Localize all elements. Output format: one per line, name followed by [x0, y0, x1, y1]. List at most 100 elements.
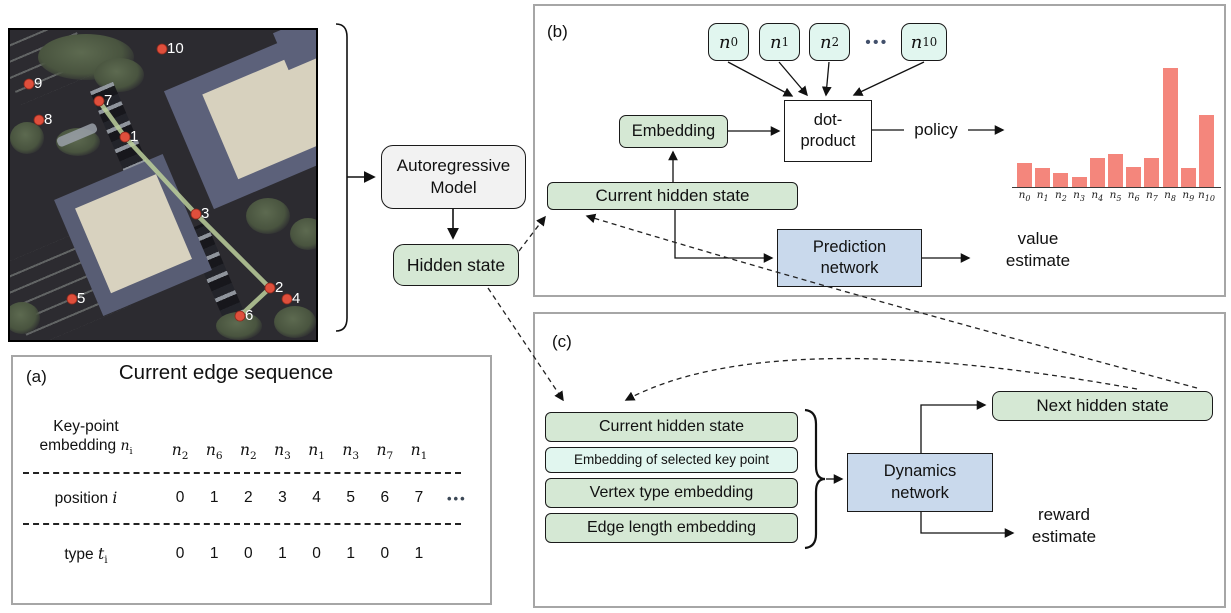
reward-estimate-text: reward estimate — [1019, 504, 1109, 549]
sequence-cell: n3 — [274, 441, 291, 463]
keypoint-dot — [119, 131, 131, 143]
value-estimate-text: value estimate — [988, 228, 1088, 273]
tree — [10, 302, 40, 334]
policy-bar — [1017, 163, 1032, 187]
reward-estimate-line2: estimate — [1031, 527, 1097, 547]
value-estimate-line2: estimate — [1005, 251, 1071, 271]
panel-a — [11, 355, 492, 605]
sequence-cell: 0 — [312, 545, 321, 562]
tree — [290, 218, 316, 250]
policy-bar — [1144, 158, 1160, 187]
edge-sequence-title: Current edge sequence — [118, 361, 334, 384]
sequence-cell: 7 — [414, 489, 424, 506]
sequence-cell: n3 — [342, 441, 360, 463]
keypoint-dot — [156, 43, 168, 55]
keypoint-number: 7 — [104, 92, 112, 109]
policy-bar-tick: n0 — [1018, 189, 1031, 204]
keypoint-number: 9 — [34, 75, 42, 92]
policy-bar — [1108, 154, 1123, 187]
sequence-cell: n2 — [171, 441, 189, 463]
prediction-network-line1: Prediction — [812, 237, 887, 256]
keypoint-embedding-row: n2 n6 n2 n3 n1 n3 n7 n1 — [163, 441, 436, 462]
hidden-state-label: Hidden state — [406, 254, 506, 275]
sequence-cell: 6 — [380, 489, 390, 506]
sequence-cell: n6 — [205, 441, 223, 463]
current-hidden-state-box-b: Current hidden state — [547, 182, 798, 210]
keypoint-number: 10 — [167, 40, 184, 57]
keypoint-dot — [66, 293, 78, 305]
keypoint-number: 5 — [77, 290, 85, 307]
panel-c-label: (c) — [552, 332, 572, 351]
policy-bar-tick: n7 — [1145, 189, 1158, 204]
current-hidden-state-box-c: Current hidden state — [545, 412, 798, 442]
sequence-cell: 0 — [380, 545, 390, 562]
policy-bar-tick: n3 — [1073, 189, 1086, 204]
dot-product-box: dot- product — [784, 100, 872, 162]
keypoint-number: 6 — [245, 307, 253, 324]
policy-bar — [1162, 68, 1178, 187]
vertex-type-embedding-box: Vertex type embedding — [545, 478, 798, 508]
embedding-label: Embedding — [631, 121, 716, 140]
sequence-cell: n1 — [308, 441, 325, 463]
panel-b-label: (b) — [547, 22, 568, 41]
next-hidden-state-label: Next hidden state — [1036, 396, 1169, 416]
hidden-state-box: Hidden state — [393, 244, 519, 286]
policy-bar — [1035, 168, 1051, 187]
policy-bar — [1180, 168, 1196, 187]
sequence-cell: 4 — [312, 489, 321, 506]
row2-header: position i — [54, 489, 118, 507]
keypoint-dot — [264, 282, 276, 294]
row1-header-line2: embedding ni — [39, 437, 133, 458]
road-edge — [122, 134, 199, 217]
policy-bar-tick: n8 — [1164, 189, 1177, 204]
embedding-selected-keypoint-label: Embedding of selected key point — [573, 452, 770, 468]
sequence-cell: 0 — [175, 545, 185, 562]
embedding-box: Embedding — [619, 115, 728, 148]
node-ellipsis: ••• — [865, 33, 889, 51]
policy-bar-tick: n5 — [1109, 189, 1122, 204]
sequence-cell: 3 — [278, 489, 287, 506]
dynamics-network-line1: Dynamics — [883, 462, 957, 481]
sequence-cell: 1 — [414, 545, 424, 562]
keypoint-number: 2 — [275, 279, 283, 296]
policy-bar-tick: n10 — [1198, 189, 1215, 204]
current-hidden-state-label-b: Current hidden state — [595, 186, 750, 206]
sequence-ellipsis: ••• — [447, 491, 467, 506]
keypoint-dot — [234, 310, 246, 322]
policy-bar — [1071, 177, 1087, 187]
tree — [10, 122, 44, 154]
panel-a-label: (a) — [26, 367, 47, 386]
sequence-cell: n2 — [239, 441, 257, 463]
road-edge — [96, 98, 128, 140]
edge-length-embedding-label: Edge length embedding — [586, 518, 757, 536]
vertex-type-embedding-label: Vertex type embedding — [589, 483, 754, 501]
sequence-cell: n1 — [410, 441, 428, 463]
dashed-separator — [23, 472, 461, 474]
policy-bar-chart — [1012, 62, 1221, 188]
value-estimate-line1: value — [1017, 229, 1059, 248]
reward-estimate-line1: reward — [1038, 505, 1090, 524]
sequence-cell: 1 — [209, 489, 219, 506]
sequence-cell: n7 — [376, 441, 394, 463]
keypoint-dot — [93, 95, 105, 107]
embedding-selected-keypoint-box: Embedding of selected key point — [545, 447, 798, 473]
policy-bar — [1199, 115, 1214, 187]
dynamics-network-line2: network — [891, 483, 949, 502]
sequence-cell: 1 — [209, 545, 219, 562]
keypoint-number: 3 — [201, 205, 209, 222]
sequence-cell: 0 — [175, 489, 185, 506]
keypoint-number: 8 — [44, 111, 52, 128]
sequence-cell: 0 — [244, 545, 253, 562]
prediction-network-box: Prediction network — [777, 229, 922, 287]
dot-product-line2: product — [800, 132, 856, 150]
row1-header: Key-point embedding ni — [18, 417, 154, 458]
policy-label: policy — [914, 120, 958, 139]
row1-header-line1: Key-point — [53, 418, 119, 435]
